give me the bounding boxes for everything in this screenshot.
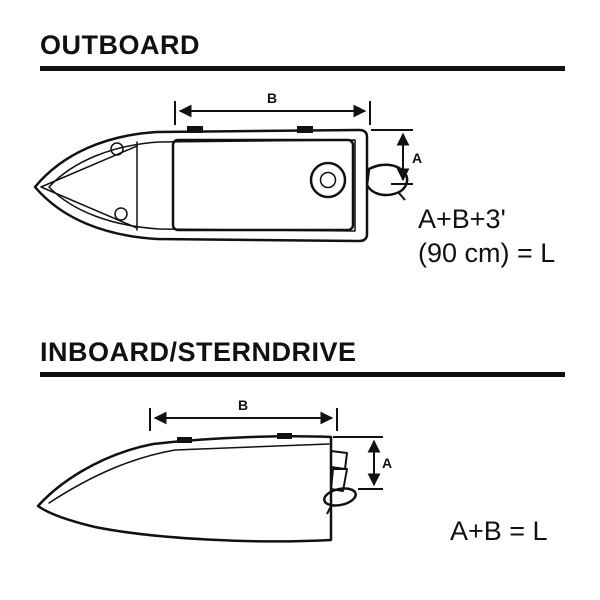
- inner-gunwale: [48, 139, 356, 232]
- sheer-line: [48, 443, 330, 504]
- inboard-dim-b: B: [149, 397, 338, 431]
- outboard-formula-line2: (90 cm) = L: [418, 238, 556, 268]
- inboard-dim-a-label: A: [382, 455, 392, 471]
- outboard-rule: [40, 66, 565, 71]
- outboard-dim-b: B: [174, 90, 371, 125]
- deck-fitting: [110, 142, 124, 156]
- outboard-formula: A+B+3' (90 cm) = L: [418, 202, 555, 270]
- outboard-boat-top-view: [33, 126, 369, 243]
- sterndrive-unit: [323, 450, 357, 515]
- outboard-title: OUTBOARD: [40, 30, 200, 60]
- deck-cleat: [177, 437, 192, 443]
- outboard-diagram: B A: [33, 90, 422, 243]
- inboard-diagram: B A: [36, 397, 392, 543]
- inboard-title: INBOARD/STERNDRIVE: [40, 337, 357, 367]
- inboard-formula: A+B = L: [450, 516, 548, 546]
- outboard-dim-a-label: A: [412, 150, 422, 166]
- inboard-dim-a: A: [333, 436, 392, 490]
- gunwale-cleat: [187, 126, 203, 133]
- outboard-dim-b-label: B: [267, 90, 277, 106]
- gearcase: [323, 487, 357, 507]
- outboard-formula-line1: A+B+3': [418, 204, 506, 234]
- hull-outline: [33, 128, 369, 243]
- motor-cowl: [309, 161, 347, 199]
- drive-strut: [330, 468, 348, 492]
- motor-cowl-inner: [319, 171, 337, 189]
- gearcase-skeg: [326, 503, 333, 515]
- inboard-boat-side-view: [36, 433, 333, 543]
- inboard-dim-b-label: B: [238, 397, 248, 413]
- motor-skeg: [397, 191, 406, 201]
- gunwale-cleat: [297, 126, 313, 133]
- motor-lower-unit: [365, 163, 409, 197]
- deck-cleat: [277, 433, 292, 439]
- drive-bracket: [330, 450, 348, 470]
- deck-fitting: [114, 207, 128, 221]
- inboard-rule: [40, 372, 565, 377]
- outboard-motor: [309, 161, 409, 201]
- hull-profile: [36, 435, 333, 543]
- cockpit-outline: [171, 138, 355, 232]
- outboard-dim-a: A: [371, 129, 422, 185]
